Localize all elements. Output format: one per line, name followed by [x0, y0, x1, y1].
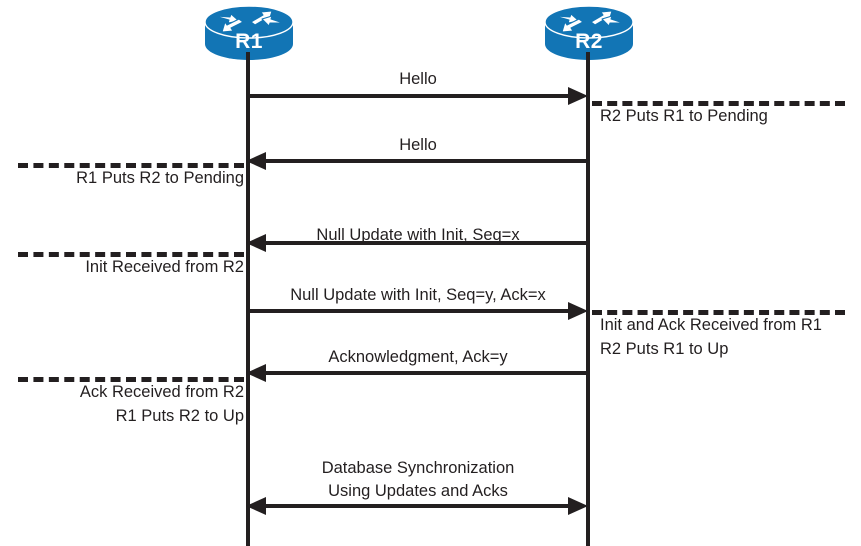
router-icon	[544, 5, 634, 60]
event-note-init-ack-received-r2-up: Init and Ack Received from R1 R2 Puts R1…	[600, 313, 860, 361]
event-dashed-line-e4	[592, 310, 845, 315]
event-dashed-line-e1	[592, 101, 845, 106]
arrowhead-left-icon	[246, 234, 266, 252]
message-arrow-hello-1	[248, 94, 570, 98]
router-icon	[204, 5, 294, 60]
lifeline-r2	[586, 52, 590, 546]
message-arrow-null-update-init-seqy-ackx	[248, 309, 570, 313]
message-label-hello-2: Hello	[399, 136, 437, 154]
arrowhead-right-icon	[568, 302, 588, 320]
arrowhead-right-icon	[568, 497, 588, 515]
message-label-database-synchronization: Database Synchronization Using Updates a…	[248, 457, 588, 503]
event-note-line: R2 Puts R1 to Up	[600, 340, 729, 358]
message-label-null-update-init-seqx: Null Update with Init, Seq=x	[316, 226, 520, 244]
event-note-line: Ack Received from R2	[79, 383, 244, 401]
message-label-line: Database Synchronization	[321, 459, 515, 477]
event-note-line: Init Received from R2	[85, 258, 244, 276]
message-arrow-null-update-init-seqx	[266, 241, 588, 245]
event-note-ack-received-r1-up: Ack Received from R2 R1 Puts R2 to Up	[0, 380, 244, 428]
router-node-r2[interactable]: R2	[543, 4, 635, 60]
event-note-r2-puts-r1-pending: R2 Puts R1 to Pending	[600, 104, 860, 128]
event-note-r1-puts-r2-pending: R1 Puts R2 to Pending	[0, 166, 244, 190]
event-note-line: R1 Puts R2 to Up	[115, 407, 244, 425]
lifeline-r1	[246, 52, 250, 546]
message-label-acknowledgment-acky: Acknowledgment, Ack=y	[328, 348, 508, 366]
event-note-line: Init and Ack Received from R1	[600, 316, 822, 334]
message-arrow-database-synchronization	[266, 504, 570, 508]
event-dashed-line-e3	[18, 252, 244, 257]
event-note-line: R1 Puts R2 to Pending	[76, 169, 244, 187]
message-arrow-acknowledgment-acky	[266, 371, 588, 375]
arrowhead-left-icon	[246, 152, 266, 170]
arrowhead-left-icon	[246, 364, 266, 382]
message-label-hello-1: Hello	[399, 70, 437, 88]
event-note-line: R2 Puts R1 to Pending	[600, 107, 768, 125]
event-note-init-received-from-r2: Init Received from R2	[0, 255, 244, 279]
message-label-line: Using Updates and Acks	[328, 482, 508, 500]
event-dashed-line-e5	[18, 377, 244, 382]
event-dashed-line-e2	[18, 163, 244, 168]
message-label-null-update-init-seqy-ackx: Null Update with Init, Seq=y, Ack=x	[290, 286, 546, 304]
arrowhead-right-icon	[568, 87, 588, 105]
arrowhead-left-icon	[246, 497, 266, 515]
message-arrow-hello-2	[266, 159, 588, 163]
